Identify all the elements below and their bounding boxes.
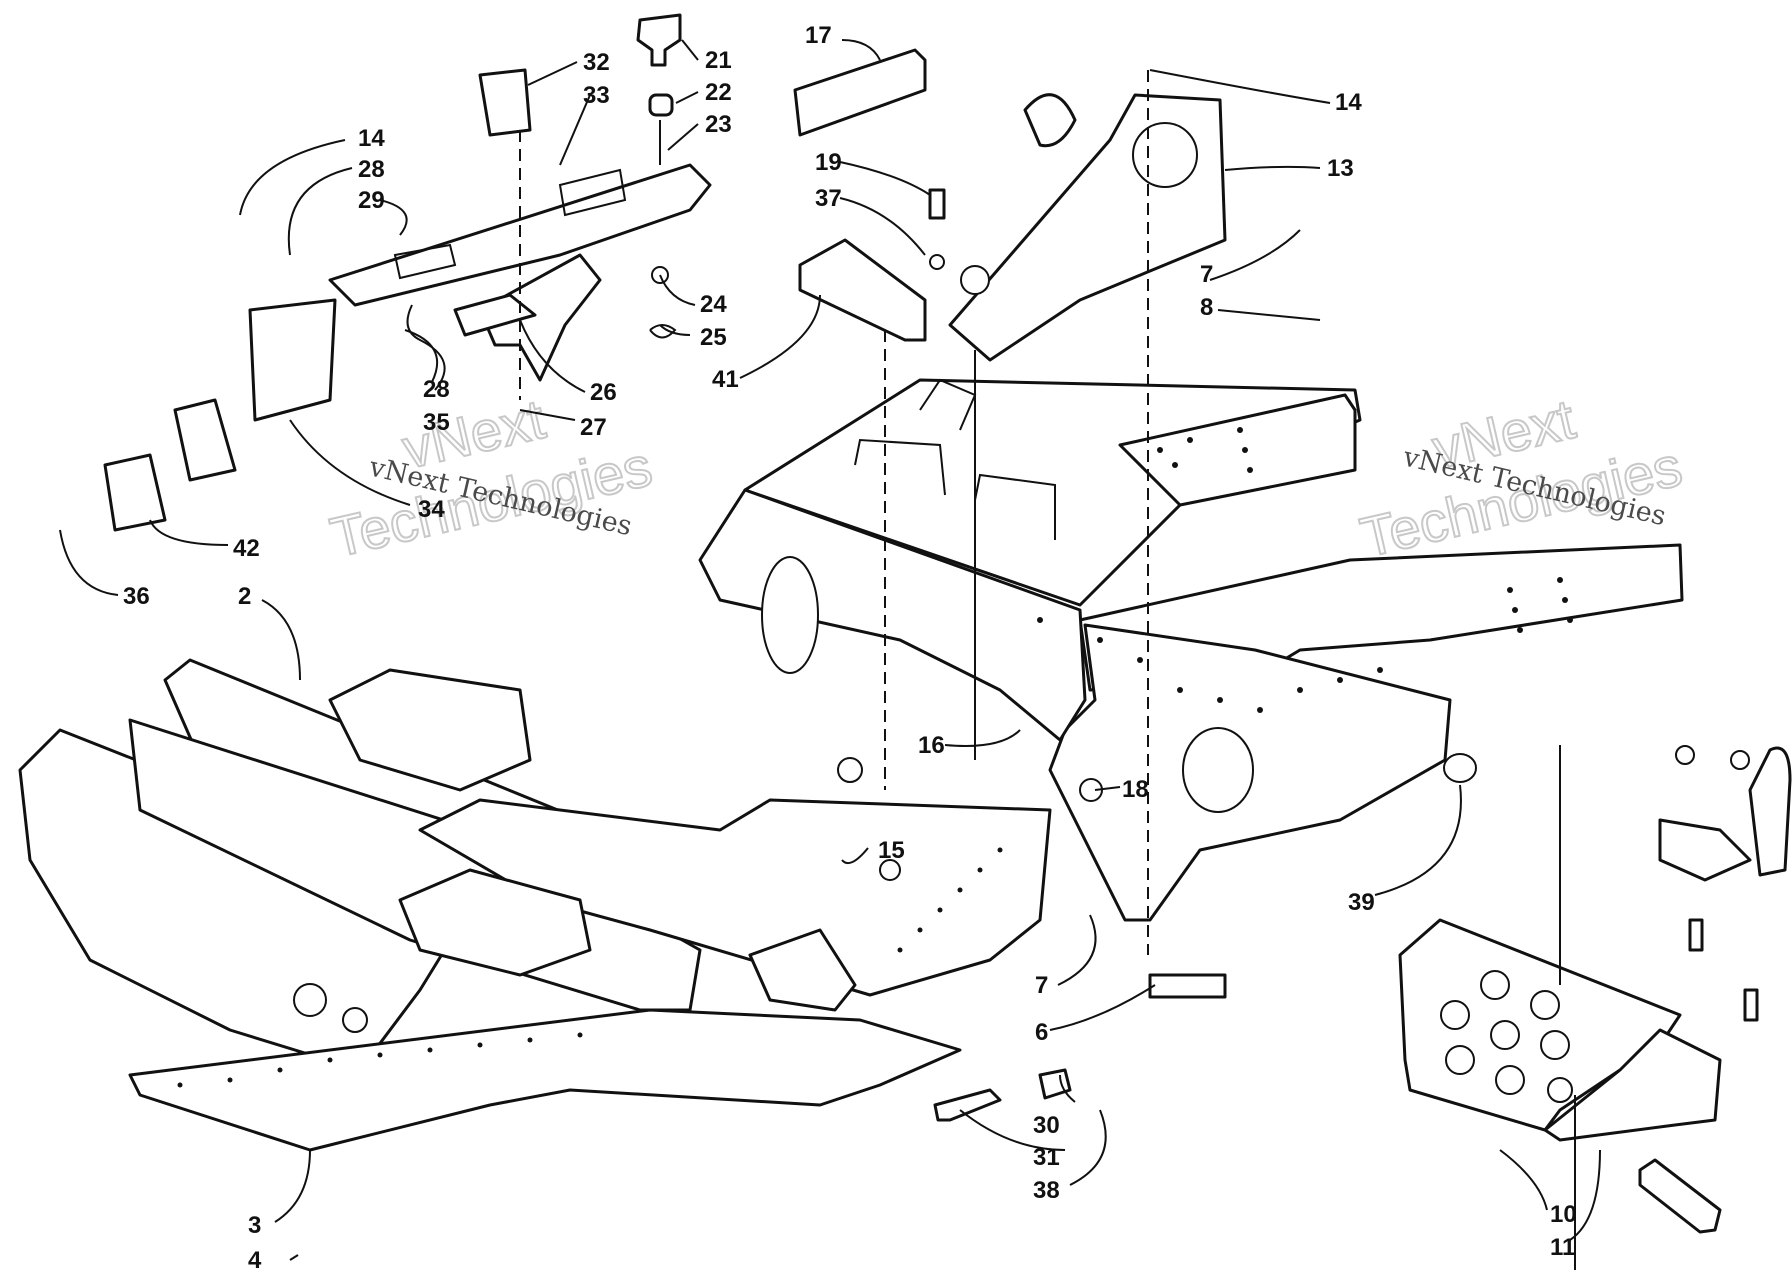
- callout-7-top: 7: [1200, 261, 1213, 288]
- callout-18: 18: [1122, 776, 1149, 803]
- hook-icon: [933, 1088, 1002, 1122]
- spacer-icon: [648, 93, 674, 117]
- callout-32: 32: [583, 49, 610, 76]
- callout-33: 33: [583, 82, 610, 109]
- callout-23: 23: [705, 111, 732, 138]
- callout-22: 22: [705, 79, 732, 106]
- callout-25: 25: [700, 324, 727, 351]
- callout-36: 36: [123, 583, 150, 610]
- callout-14-left: 14: [358, 125, 385, 152]
- callout-10: 10: [1550, 1201, 1577, 1228]
- callout-21: 21: [705, 47, 732, 74]
- plate-34b: [173, 398, 237, 482]
- callout-35: 35: [423, 409, 450, 436]
- callout-19: 19: [815, 149, 842, 176]
- callout-14-right: 14: [1335, 89, 1362, 116]
- callout-13: 13: [1327, 155, 1354, 182]
- bolt-icon: [928, 188, 946, 220]
- callout-6: 6: [1035, 1019, 1048, 1046]
- callout-2: 2: [238, 583, 251, 610]
- bracket-right: [1658, 818, 1752, 882]
- callout-42: 42: [233, 535, 260, 562]
- slide-plate-6: [1148, 973, 1227, 999]
- skid-plate: [1398, 918, 1722, 1142]
- callout-34: 34: [418, 496, 445, 523]
- callout-labels: 17 21 22 23 32 33 14 13 19 37 14 28 29 7…: [123, 22, 1577, 1274]
- main-chassis: [698, 93, 1684, 922]
- callout-7-bottom: 7: [1035, 972, 1048, 999]
- callout-24: 24: [700, 291, 727, 318]
- callout-30: 30: [1033, 1112, 1060, 1139]
- callout-16: 16: [918, 732, 945, 759]
- callout-11: 11: [1550, 1234, 1575, 1261]
- leader-lines: [59, 39, 1601, 1261]
- callout-26: 26: [590, 379, 617, 406]
- callout-15: 15: [878, 837, 905, 864]
- callout-28-top: 28: [358, 156, 385, 183]
- callout-31: 31: [1033, 1144, 1060, 1171]
- callout-28-bottom: 28: [423, 376, 450, 403]
- callout-4: 4: [248, 1247, 262, 1274]
- callout-8: 8: [1200, 294, 1213, 321]
- arm-right: [1748, 746, 1792, 877]
- front-frame: [18, 658, 1052, 1152]
- grommet-icon: [1023, 93, 1077, 148]
- plate-17: [793, 48, 927, 137]
- callout-17: 17: [805, 22, 832, 49]
- bracket-34: [248, 298, 337, 422]
- callout-3: 3: [248, 1212, 261, 1239]
- callout-37: 37: [815, 185, 842, 212]
- callout-41: 41: [712, 366, 739, 393]
- callout-27: 27: [580, 414, 607, 441]
- plate-42: [103, 453, 167, 532]
- knob-icon: [636, 13, 682, 67]
- callout-38: 38: [1033, 1177, 1060, 1204]
- plate-41: [798, 238, 927, 342]
- callout-39: 39: [1348, 889, 1375, 916]
- strap-icon: [1638, 1158, 1722, 1234]
- callout-29: 29: [358, 187, 385, 214]
